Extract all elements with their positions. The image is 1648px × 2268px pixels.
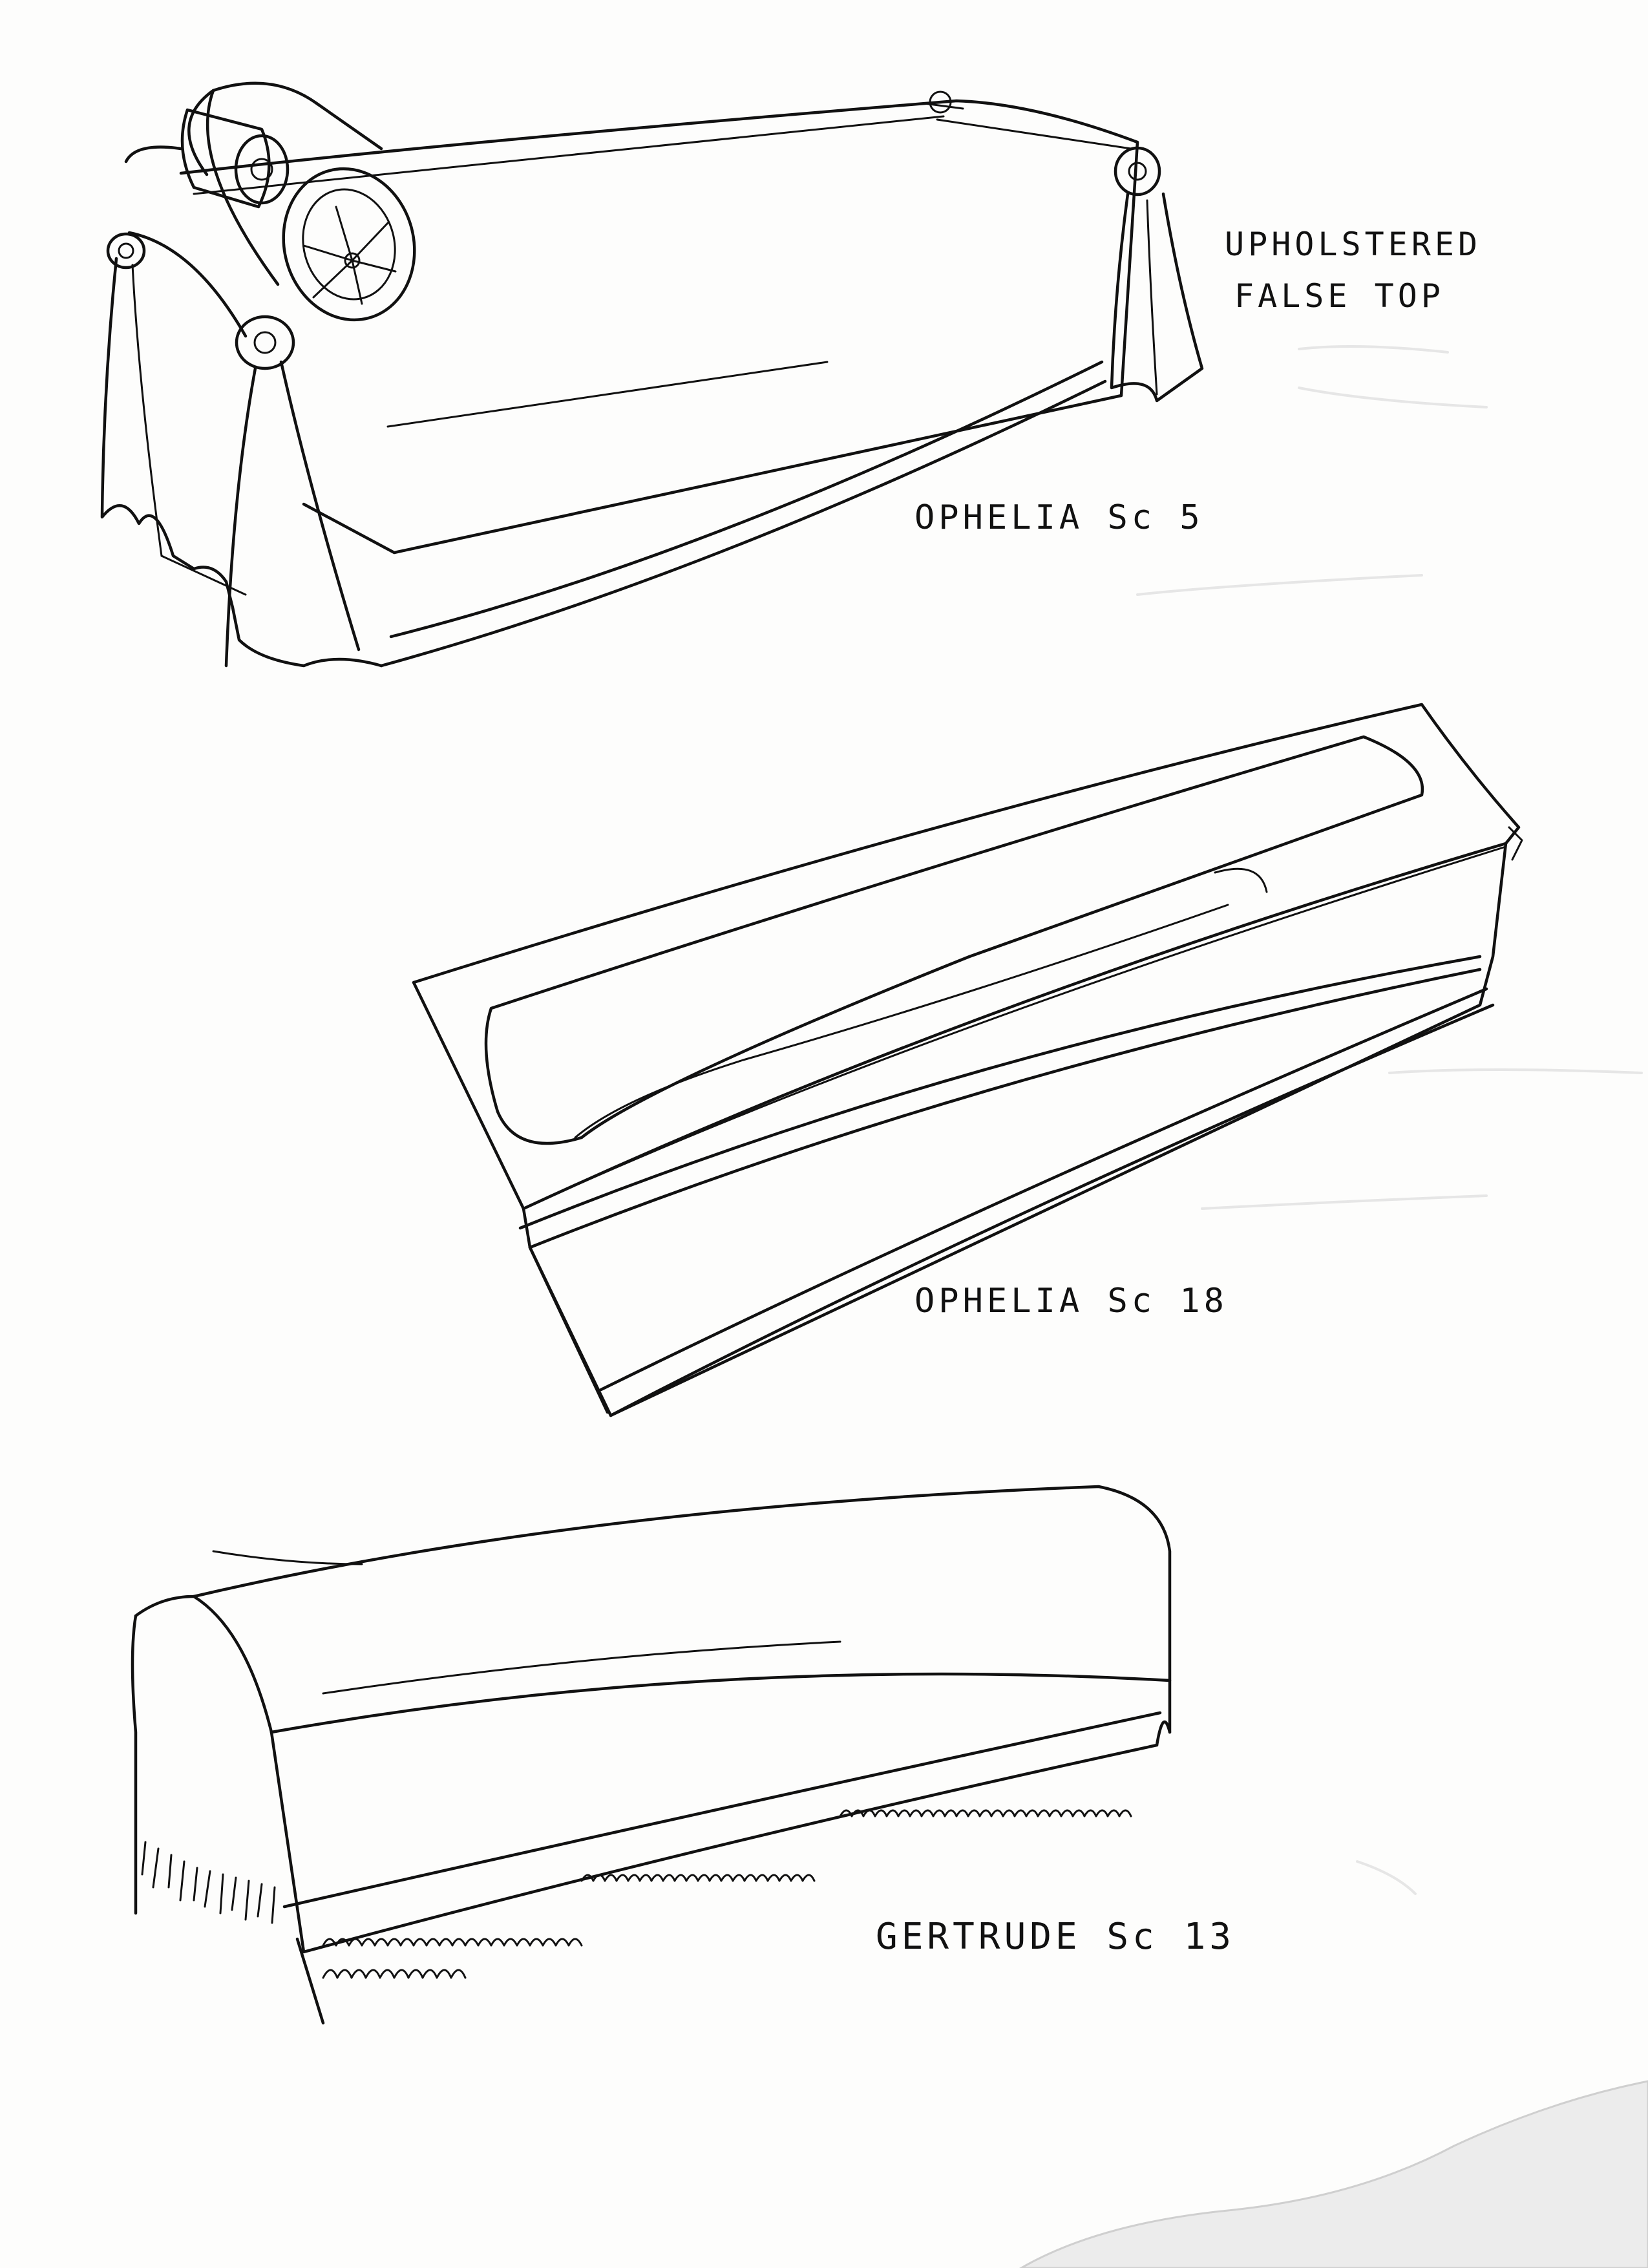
round-pillow — [187, 81, 416, 322]
bed-base-edge — [379, 379, 1107, 668]
bench-front — [269, 1730, 1159, 1954]
label-ophelia-sc18: OPHELIA Sc 18 — [914, 1282, 1228, 1320]
label-false-top: FALSE TOP — [1234, 277, 1444, 315]
ophelia-sc18-sketch — [412, 703, 1523, 1417]
tub-front-face — [522, 842, 1508, 1417]
tub-basin — [484, 735, 1424, 1145]
gertrude-sc13-sketch — [131, 1485, 1172, 2025]
torn-paper-edge — [1019, 2080, 1648, 2268]
label-gertrude-sc13: GERTRUDE Sc 13 — [876, 1916, 1235, 1958]
left-drape — [100, 257, 383, 668]
bleed-through-marks — [1136, 345, 1643, 1895]
bench-fringe — [322, 1938, 583, 1947]
bench-side-fringe — [141, 1841, 276, 1924]
tub-rim — [412, 703, 1521, 1211]
bolster-roll — [106, 108, 295, 370]
label-ophelia-sc5: OPHELIA Sc 5 — [914, 498, 1204, 537]
bed-top-surface — [179, 99, 1139, 555]
right-drape — [923, 90, 1204, 403]
label-upholstered: UPHOLSTERED — [1225, 226, 1481, 263]
bench-top — [134, 1485, 1172, 1734]
ophelia-sc5-sketch — [100, 81, 1204, 668]
